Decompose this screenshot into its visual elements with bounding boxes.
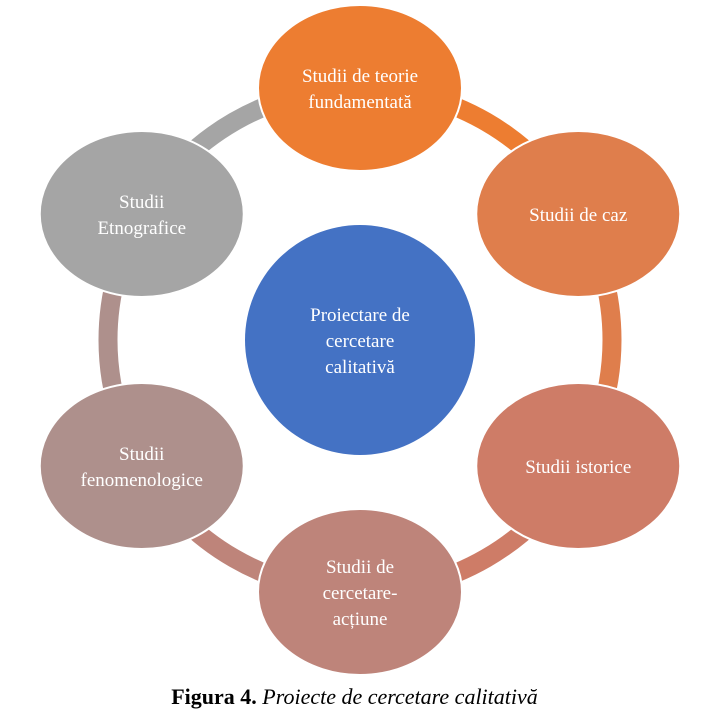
label-line: Etnografice — [97, 218, 186, 239]
node-shape-teorie — [257, 4, 463, 172]
node-teorie: Studii de teorie fundamentată — [257, 4, 463, 172]
label-line: Proiectare de — [310, 305, 410, 326]
label-line: Studii — [119, 444, 164, 465]
node-shape-istorice — [475, 382, 682, 550]
node-istorice: Studii istorice — [475, 382, 682, 550]
label-line: Studii de — [326, 557, 394, 578]
label-line: Studii de caz — [529, 205, 627, 226]
center-circle — [245, 225, 475, 455]
cycle-diagram: Proiectare de cercetare calitativă Studii … — [38, 4, 682, 676]
node-label-fenomenologice: Studii fenomenologice — [81, 444, 203, 491]
node-label-istorice: Studii istorice — [525, 457, 631, 478]
node-shape-caz — [475, 130, 682, 298]
node-caz: Studii de caz — [475, 130, 682, 298]
node-label-caz: Studii de caz — [529, 205, 627, 226]
figure-caption: Figura 4. Proiecte de cercetare calitati… — [0, 683, 709, 711]
node-shape-etnografice — [38, 130, 245, 298]
label-line: fundamentată — [308, 92, 412, 113]
label-line: cercetare — [326, 331, 395, 352]
center-node: Proiectare de cercetare calitativă — [245, 225, 475, 455]
node-label-actiune: Studii de cercetare-acțiune — [323, 557, 398, 630]
node-fenomenologice: Studii fenomenologice — [38, 382, 245, 550]
caption-title: Proiecte de cercetare calitativă — [262, 684, 538, 709]
node-shape-actiune — [257, 508, 463, 676]
label-line: Studii istorice — [525, 457, 631, 478]
caption-number: Figura 4. — [171, 684, 257, 709]
label-line: Studii de teorie — [302, 66, 418, 87]
center-label: Proiectare de cercetare calitativă — [310, 305, 410, 378]
label-line: cercetare- — [323, 583, 398, 604]
node-actiune: Studii de cercetare-acțiune — [257, 508, 463, 676]
node-shape-fenomenologice — [38, 382, 245, 550]
label-line: fenomenologice — [81, 470, 203, 491]
label-line: acțiune — [333, 609, 388, 630]
label-line: calitativă — [325, 357, 395, 378]
node-label-teorie: Studii de teorie fundamentată — [302, 66, 418, 113]
label-line: Studii — [119, 192, 164, 213]
